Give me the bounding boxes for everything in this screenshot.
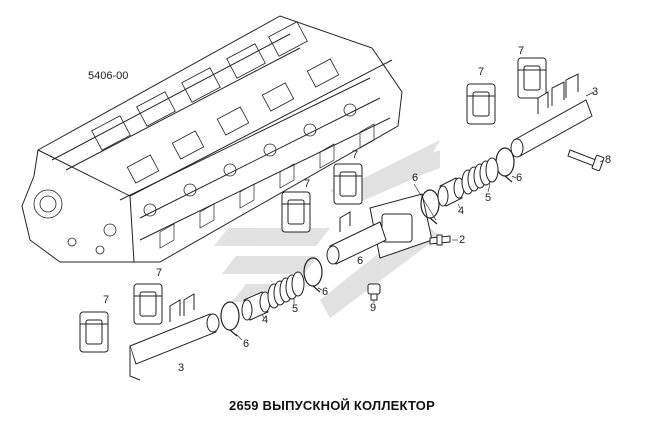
callout-3-lower: 3 <box>178 362 185 374</box>
reference-code-label: 5406-00 <box>88 70 129 82</box>
callout-4-lower: 4 <box>262 314 269 326</box>
callout-9: 9 <box>370 302 377 314</box>
callout-3-upper: 3 <box>592 86 599 98</box>
callout-6-upper-mid: 6 <box>412 172 419 184</box>
callout-6-lower-left: 6 <box>357 255 364 267</box>
callout-6-lower-mid: 6 <box>243 338 250 350</box>
stud-2 <box>429 234 451 246</box>
callout-6-upper-left: 6 <box>322 286 329 298</box>
clamp-6-upper-right <box>495 147 515 183</box>
callout-7-c: 7 <box>352 149 359 161</box>
plug-9 <box>367 283 381 301</box>
callout-7-a: 7 <box>518 45 525 57</box>
callout-5-lower: 5 <box>292 303 299 315</box>
callout-2: 2 <box>459 234 466 246</box>
gasket-7-a <box>517 57 547 99</box>
clamp-6-upper-left <box>420 189 440 225</box>
sealing-ring-4-lower <box>241 291 271 321</box>
clamp-6-middle <box>303 257 323 293</box>
callout-7-d: 7 <box>304 178 311 190</box>
callout-7-e: 7 <box>156 267 163 279</box>
bolt-8 <box>567 149 605 172</box>
exhaust-pipe-lower <box>129 293 220 381</box>
sealing-ring-4-upper <box>437 177 465 207</box>
bellows-5-lower <box>267 271 305 309</box>
callout-8: 8 <box>605 154 612 166</box>
clamp-6-lower-right <box>220 301 240 337</box>
exhaust-pipe-upper <box>510 73 593 158</box>
gasket-7-f <box>79 311 109 353</box>
diagram-caption: 2659 ВЫПУСКНОЙ КОЛЛЕКТОР <box>229 398 435 413</box>
callout-7-b: 7 <box>478 66 485 78</box>
callout-5-upper: 5 <box>485 192 492 204</box>
gasket-7-d <box>281 191 311 233</box>
callout-6-upper-right: 6 <box>516 172 523 184</box>
callout-4-upper: 4 <box>458 205 465 217</box>
gasket-7-c <box>333 163 363 205</box>
exhaust-manifold-middle <box>326 193 433 265</box>
callout-7-f: 7 <box>103 294 110 306</box>
gasket-7-e <box>133 283 163 325</box>
cylinder-head-block <box>21 15 403 263</box>
gasket-7-b <box>466 83 496 125</box>
leader-lines <box>235 91 605 341</box>
bellows-5-upper <box>461 157 499 195</box>
